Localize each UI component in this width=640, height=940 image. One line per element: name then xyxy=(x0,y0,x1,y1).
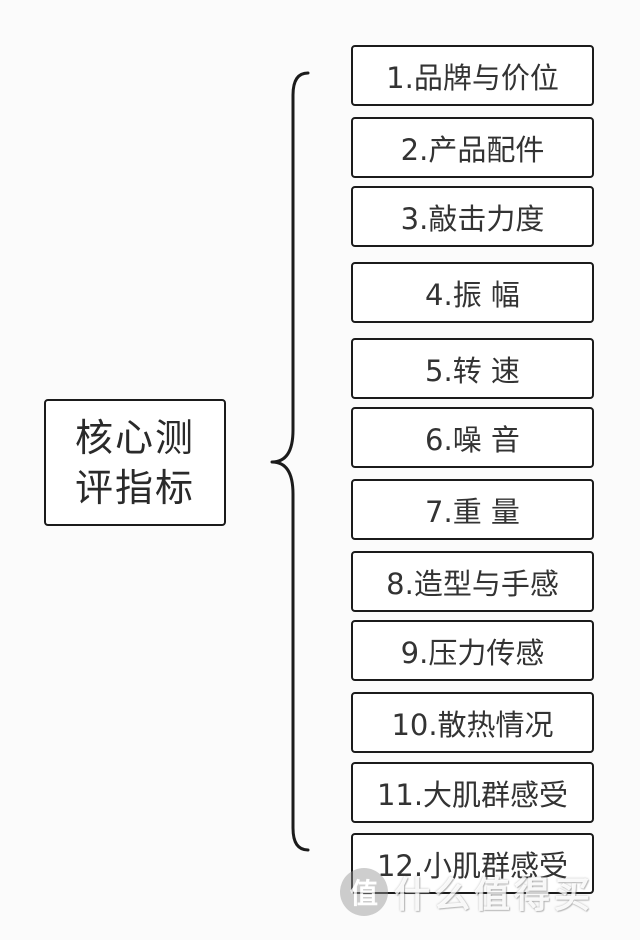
root-label-line-1: 核心测 xyxy=(74,415,195,460)
metric-item-6: 6.噪 音 xyxy=(351,407,594,468)
watermark-logo-icon: 值 xyxy=(340,868,388,916)
metric-item-2: 2.产品配件 xyxy=(351,117,594,178)
metric-item-10: 10.散热情况 xyxy=(351,692,594,753)
metric-item-11: 11.大肌群感受 xyxy=(351,762,594,823)
watermark-text: 什么值得买 xyxy=(394,875,595,916)
metric-item-1: 1.品牌与价位 xyxy=(351,45,594,106)
metric-item-3: 3.敲击力度 xyxy=(351,186,594,247)
metric-item-4: 4.振 幅 xyxy=(351,262,594,323)
metric-item-12: 12.小肌群感受 xyxy=(351,833,594,894)
metric-item-9: 9.压力传感 xyxy=(351,620,594,681)
watermark: 值 什么值得买 xyxy=(340,862,630,922)
root-label-line-2: 评指标 xyxy=(74,465,195,510)
metric-item-8: 8.造型与手感 xyxy=(351,551,594,612)
metric-item-5: 5.转 速 xyxy=(351,338,594,399)
metric-item-7: 7.重 量 xyxy=(351,479,594,540)
root-node-core-metrics: 核心测 评指标 xyxy=(44,399,226,526)
